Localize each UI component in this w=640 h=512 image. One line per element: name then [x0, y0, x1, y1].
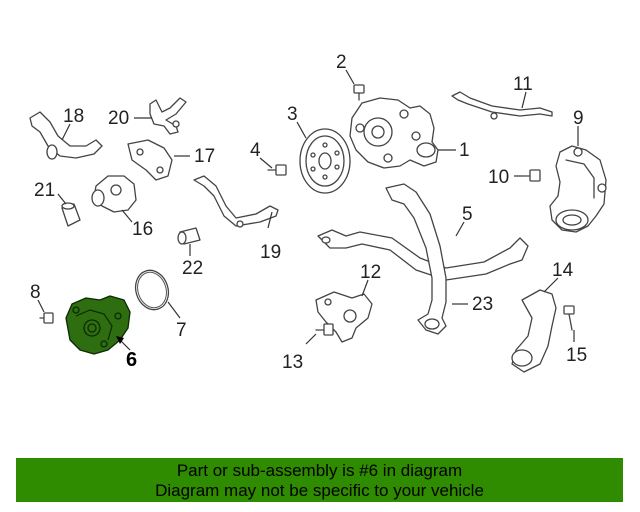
banner-line-1: Part or sub-assembly is #6 in diagram [176, 461, 463, 480]
part-2-bolt [345, 69, 365, 101]
part-9-thermostat-housing [549, 126, 607, 233]
part-4-bolt [259, 157, 287, 176]
callout-6: 6 [126, 349, 137, 371]
part-8-bolt [37, 299, 54, 324]
callout-21: 21 [34, 180, 55, 201]
callout-8: 8 [30, 282, 41, 303]
part-11-pipe [451, 91, 553, 120]
part-12-housing [315, 279, 373, 343]
callout-12: 12 [360, 262, 381, 283]
callout-11: 11 [513, 74, 533, 95]
part-13-bolt [305, 323, 334, 345]
part-21-sleeve [57, 193, 81, 227]
banner-line-2: Diagram may not be specific to your vehi… [155, 481, 484, 500]
callout-18: 18 [63, 106, 84, 127]
part-10-bolt [514, 169, 541, 182]
part-7-o-ring [134, 269, 181, 319]
callout-2: 2 [336, 52, 347, 73]
info-banner: Part or sub-assembly is #6 in diagram Di… [16, 458, 623, 502]
callout-5: 5 [462, 204, 473, 225]
part-23-pipe [385, 183, 468, 335]
callout-10: 10 [488, 167, 509, 188]
callout-17: 17 [194, 146, 215, 167]
callout-23: 23 [472, 294, 493, 315]
callout-13: 13 [282, 352, 303, 373]
part-19-pipe [193, 175, 279, 229]
callout-15: 15 [566, 345, 587, 366]
part-14-elbow [511, 277, 559, 373]
callout-20: 20 [108, 108, 129, 129]
callout-3: 3 [287, 104, 298, 125]
part-18-hose [29, 111, 103, 160]
callout-7: 7 [176, 320, 187, 341]
callout-1: 1 [459, 140, 470, 161]
callout-16: 16 [132, 219, 153, 240]
part-16-outlet [91, 175, 137, 223]
part-17-bracket [127, 139, 190, 181]
callout-9: 9 [573, 108, 584, 129]
part-20-hose [134, 97, 187, 135]
part-22-sleeve [177, 227, 201, 256]
part-1-water-pump [349, 97, 456, 169]
callout-4: 4 [250, 140, 261, 161]
callout-19: 19 [260, 242, 281, 263]
part-5-pipe [317, 221, 529, 281]
part-15-bolt [563, 305, 575, 342]
part-3-pulley [296, 121, 351, 194]
part-6-highlighted-assembly [65, 295, 131, 355]
parts-diagram: 2 1 3 4 11 9 10 18 20 17 21 16 19 22 5 1… [29, 52, 607, 373]
callout-22: 22 [182, 258, 203, 279]
callout-14: 14 [552, 260, 574, 281]
